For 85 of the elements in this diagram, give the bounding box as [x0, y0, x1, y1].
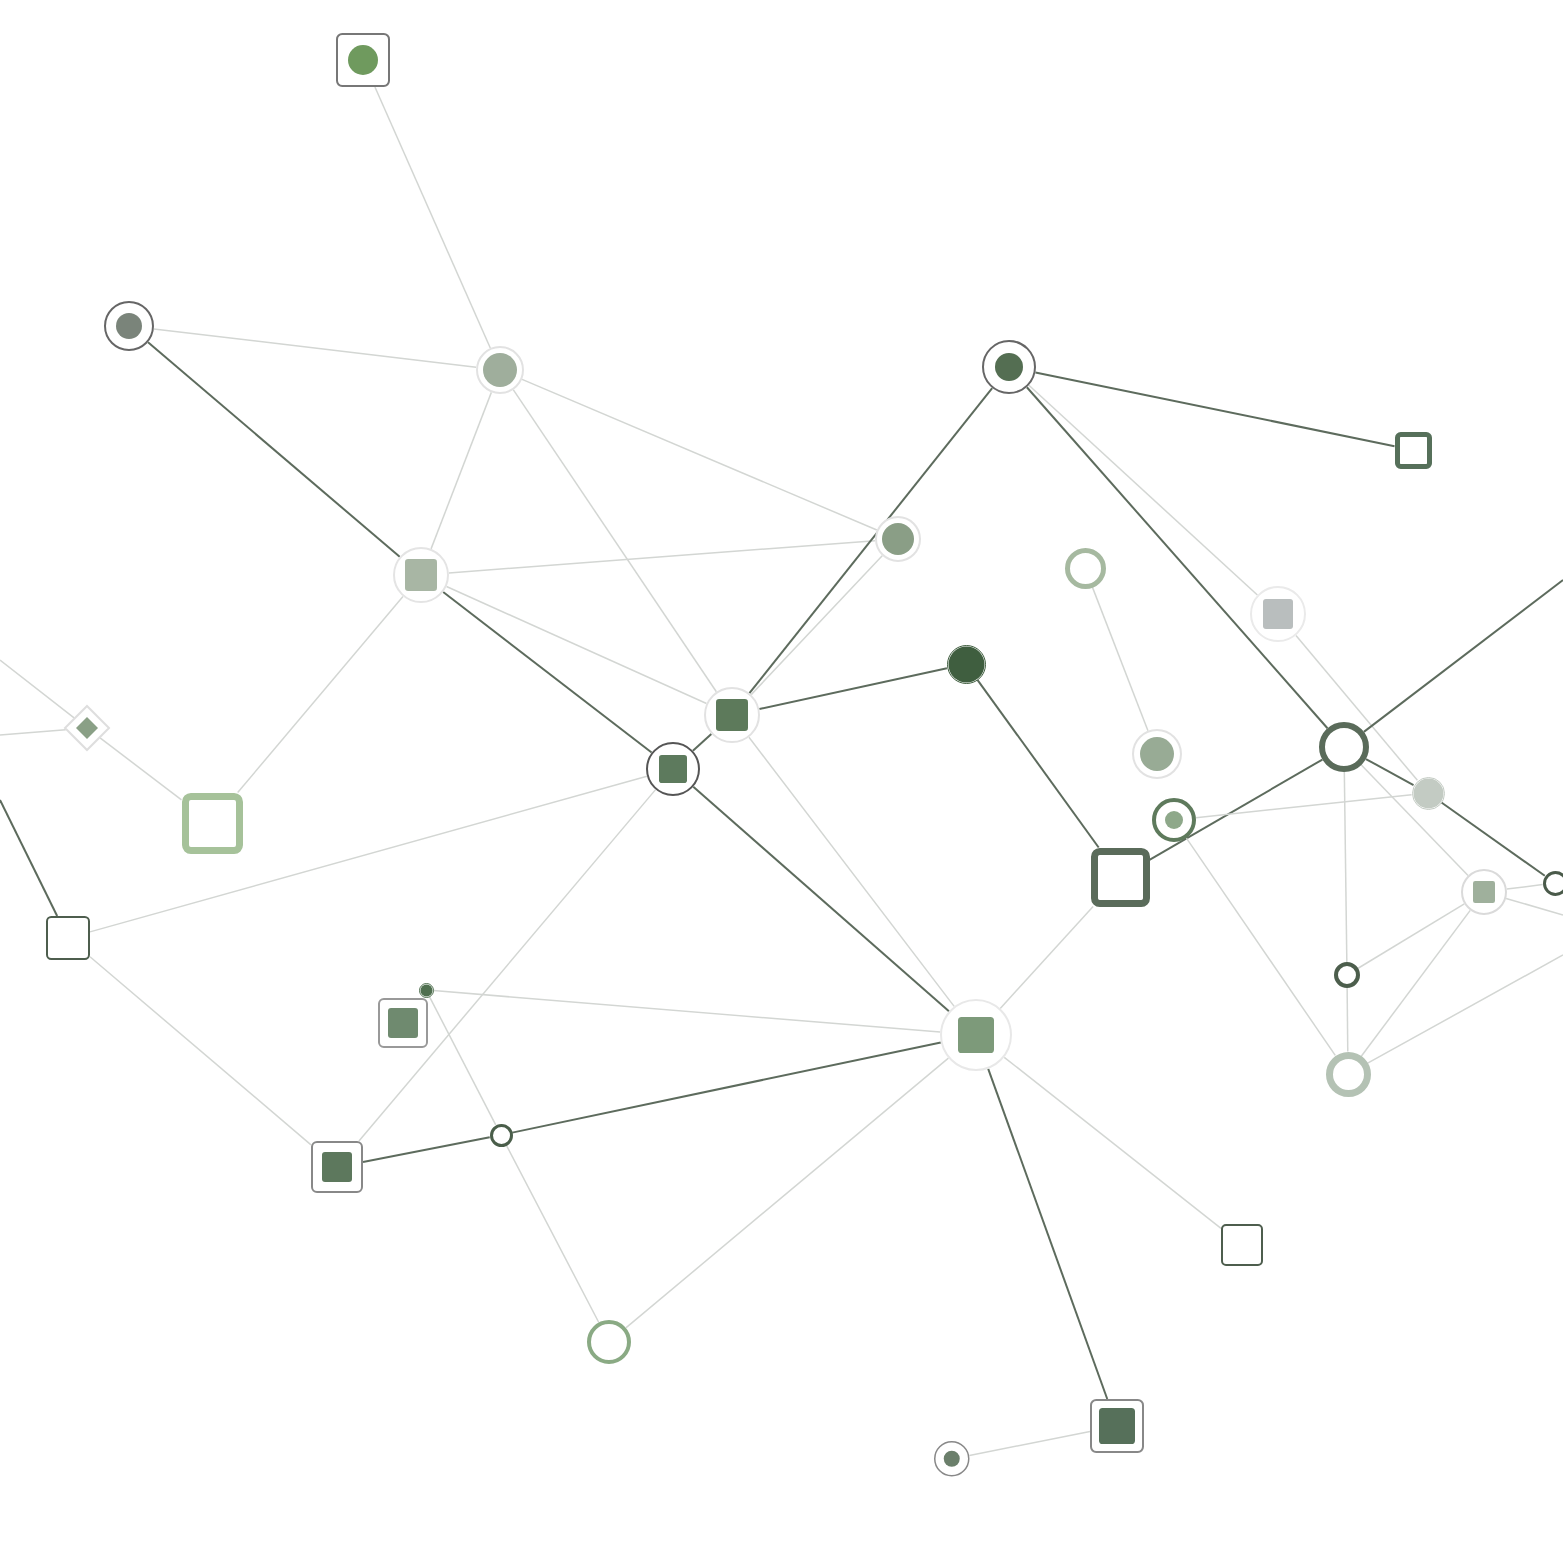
- circle-node: [939, 998, 1013, 1072]
- square-node: [310, 1140, 364, 1194]
- circle-node: [1131, 728, 1183, 780]
- connector-line: [748, 736, 955, 1008]
- circle-node: [1249, 585, 1307, 643]
- circle-node: [703, 686, 761, 744]
- connector-line: [521, 378, 878, 531]
- connector-line: [1362, 579, 1563, 733]
- connector-line: [99, 737, 183, 801]
- connector-line: [505, 1144, 600, 1324]
- connector-line: [750, 555, 883, 696]
- connector-line: [1505, 897, 1563, 916]
- circle-node: [933, 1440, 971, 1478]
- square-node: [377, 997, 429, 1049]
- connector-line: [1364, 758, 1415, 787]
- connector-line: [1366, 954, 1563, 1064]
- connector-line: [1028, 384, 1259, 596]
- connector-line: [89, 956, 312, 1146]
- connector-line: [362, 1136, 491, 1163]
- circle-node: [1333, 961, 1361, 989]
- circle-node: [981, 339, 1037, 395]
- connector-line: [1025, 386, 1329, 730]
- connector-line: [748, 387, 994, 695]
- connector-line: [1346, 987, 1349, 1053]
- connector-line: [1148, 758, 1324, 861]
- circle-node: [874, 515, 922, 563]
- circle-node: [103, 300, 155, 352]
- connector-line: [1440, 801, 1546, 877]
- connector-line: [512, 389, 718, 693]
- square-node: [1220, 1223, 1264, 1267]
- connector-line: [432, 989, 941, 1033]
- connector-line: [691, 732, 713, 752]
- connector-line: [1360, 909, 1471, 1057]
- circle-node: [1324, 1050, 1372, 1098]
- connector-line: [1360, 764, 1469, 877]
- connector-line: [153, 328, 477, 368]
- connector-line: [428, 995, 497, 1126]
- connector-line: [442, 591, 653, 754]
- connector-line: [1185, 837, 1337, 1057]
- square-node: [1393, 430, 1433, 470]
- connector-line: [987, 1067, 1109, 1400]
- connector-line: [147, 341, 401, 558]
- connector-line: [758, 667, 948, 711]
- connector-line: [358, 788, 657, 1142]
- connector-line: [236, 595, 404, 794]
- circle-node: [645, 741, 701, 797]
- connector-line: [1295, 634, 1419, 782]
- connector-line: [976, 678, 1100, 849]
- square-node: [1089, 1398, 1145, 1454]
- circle-node: [945, 643, 987, 685]
- connector-line: [448, 540, 876, 574]
- connector-line: [445, 585, 708, 705]
- connector-line: [430, 391, 493, 550]
- diamond-node: [63, 704, 111, 752]
- connector-line: [1343, 771, 1348, 963]
- circle-node: [586, 1319, 632, 1365]
- connector-line: [1357, 903, 1466, 969]
- circle-node: [1460, 868, 1508, 916]
- connector-line: [968, 1430, 1091, 1457]
- square-node: [335, 32, 391, 88]
- connector-line: [625, 1057, 950, 1329]
- circle-node: [1410, 775, 1446, 811]
- circle-node: [417, 981, 435, 999]
- square-node: [1089, 846, 1151, 908]
- connector-line: [0, 799, 59, 917]
- connector-line: [1003, 1056, 1222, 1230]
- connector-line: [1034, 371, 1396, 448]
- connector-line: [89, 775, 648, 933]
- circle-node: [1063, 546, 1107, 590]
- connector-line: [999, 905, 1094, 1010]
- connector-line: [1091, 586, 1149, 732]
- connector-line: [1195, 794, 1413, 819]
- circle-node: [392, 546, 450, 604]
- circle-node: [1318, 721, 1370, 773]
- connector-line: [374, 86, 492, 349]
- square-node: [180, 791, 244, 855]
- connector-line: [0, 728, 67, 736]
- connector-line: [1506, 883, 1544, 890]
- circle-node: [475, 345, 525, 395]
- connector-line: [511, 1041, 942, 1134]
- circle-node: [1151, 797, 1197, 843]
- square-node: [45, 915, 91, 961]
- circle-node: [488, 1122, 514, 1148]
- connector-line: [692, 785, 950, 1013]
- connector-line: [0, 659, 75, 719]
